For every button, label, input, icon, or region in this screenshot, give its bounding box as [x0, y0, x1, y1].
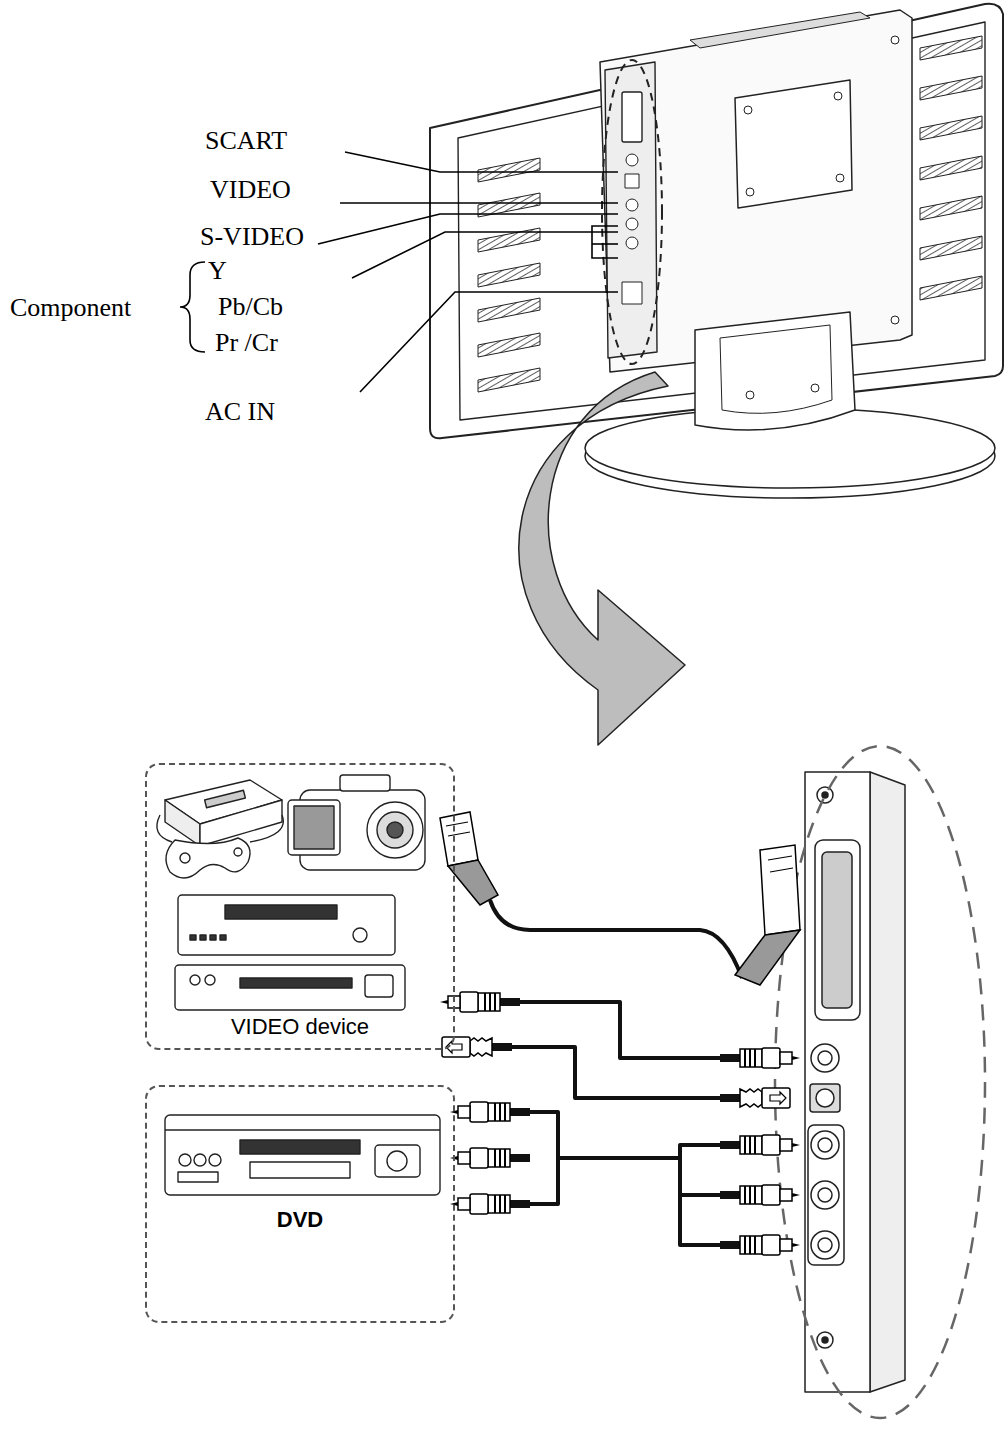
- device-group: VIDEO device: [145, 763, 455, 1050]
- device-group: DVD: [145, 1085, 455, 1323]
- leader-lines: [180, 152, 618, 392]
- plugs: [440, 812, 800, 1255]
- connector-label: Pb/Cb: [218, 292, 283, 322]
- device-drawings: [157, 775, 440, 1195]
- connector-label: Component: [10, 293, 131, 323]
- connector-label: Pr /Cr: [215, 328, 278, 358]
- zoom-arrow: [519, 372, 685, 745]
- group-label: VIDEO device: [228, 1014, 372, 1040]
- cables: [490, 900, 742, 1245]
- connector-label: AC IN: [205, 397, 275, 427]
- connector-label: VIDEO: [210, 175, 291, 205]
- monitor-drawing: [430, 4, 1003, 498]
- connector-panel: [805, 772, 905, 1392]
- connector-label: SCART: [205, 126, 287, 156]
- connector-label: Y: [208, 256, 227, 286]
- panel-highlight: [775, 746, 985, 1418]
- group-label: DVD: [274, 1207, 326, 1233]
- connector-label: S-VIDEO: [200, 222, 304, 252]
